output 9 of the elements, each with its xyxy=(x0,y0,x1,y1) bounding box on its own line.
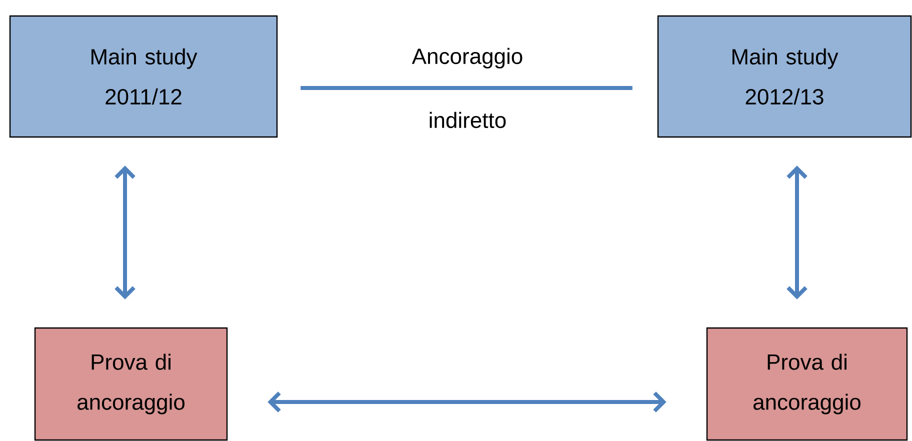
test-box: Prova di ancoraggio xyxy=(706,327,908,441)
study-box: Main study 2011/12 xyxy=(9,15,278,138)
study-box: Main study 2012/13 xyxy=(657,15,912,138)
edge-label: Ancoraggio indiretto xyxy=(412,48,522,128)
double-arrow xyxy=(786,166,808,300)
double-arrow xyxy=(114,166,136,300)
test-box: Prova di ancoraggio xyxy=(34,327,228,441)
connector-line xyxy=(300,86,632,90)
double-arrow xyxy=(268,392,666,412)
